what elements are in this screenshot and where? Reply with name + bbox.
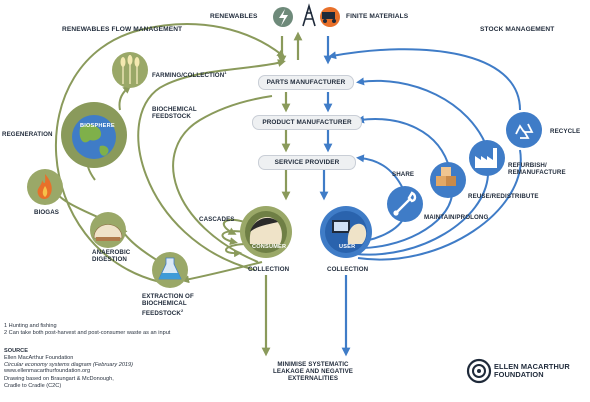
lightning-icon — [273, 7, 293, 27]
flame-icon — [27, 169, 63, 205]
collection-left-label: COLLECTION — [248, 266, 290, 273]
refurbish-label: REFURBISH/REMANUFACTURE — [508, 162, 566, 177]
product-manufacturer-box: PRODUCT MANUFACTURER — [252, 115, 362, 130]
source-block: SOURCE Ellen MacArthur Foundation Circul… — [4, 348, 134, 389]
center-blue-flow — [319, 36, 351, 357]
maintain-prolong-label: MAINTAIN/PROLONG — [424, 214, 489, 221]
renewables-label: RENEWABLES — [210, 13, 258, 20]
biosphere-label: BIOSPHERE — [80, 123, 115, 129]
share-label: SHARE — [392, 171, 415, 178]
recycle-icon — [506, 112, 542, 148]
parts-manufacturer-box: PARTS MANUFACTURER — [258, 75, 354, 90]
biological-cycle-arrows — [52, 23, 286, 284]
truck-icon — [320, 7, 340, 27]
footnote-2: 2 Can take both post-harvest and post-co… — [4, 330, 171, 336]
reuse-redistribute-label: REUSE/REDISTRIBUTE — [468, 193, 539, 200]
boxes-icon — [430, 162, 466, 198]
finite-materials-label: FINITE MATERIALS — [346, 13, 409, 20]
oil-derrick-icon — [302, 3, 316, 27]
wrench-icon — [387, 186, 423, 222]
footnote-1: 1 Hunting and fishing — [4, 323, 57, 329]
user-label: USER — [339, 244, 356, 250]
biogas-label: BIOGAS — [34, 209, 60, 216]
consumer-head-icon — [240, 206, 292, 258]
center-green-flow — [261, 31, 303, 357]
cascades-label: CASCADES — [199, 216, 235, 223]
globe-icon — [61, 102, 127, 168]
service-provider-box: SERVICE PROVIDER — [258, 155, 356, 170]
collection-right-label: COLLECTION — [327, 266, 369, 273]
factory-icon — [469, 140, 505, 176]
stock-management-heading: STOCK MANAGEMENT — [480, 26, 555, 33]
farming-collection-label: FARMING/COLLECTION1 — [152, 70, 227, 80]
renewables-flow-heading: RENEWABLES FLOW MANAGEMENT — [62, 26, 183, 33]
hut-icon — [90, 212, 126, 248]
user-computer-icon — [320, 206, 372, 258]
emf-logo-mark — [466, 358, 492, 384]
flask-icon — [152, 252, 188, 288]
wheat-icon — [112, 52, 148, 88]
recycle-label: RECYCLE — [550, 128, 581, 135]
regeneration-label: REGENERATION — [2, 131, 53, 138]
consumer-label: CONSUMER — [252, 244, 287, 250]
